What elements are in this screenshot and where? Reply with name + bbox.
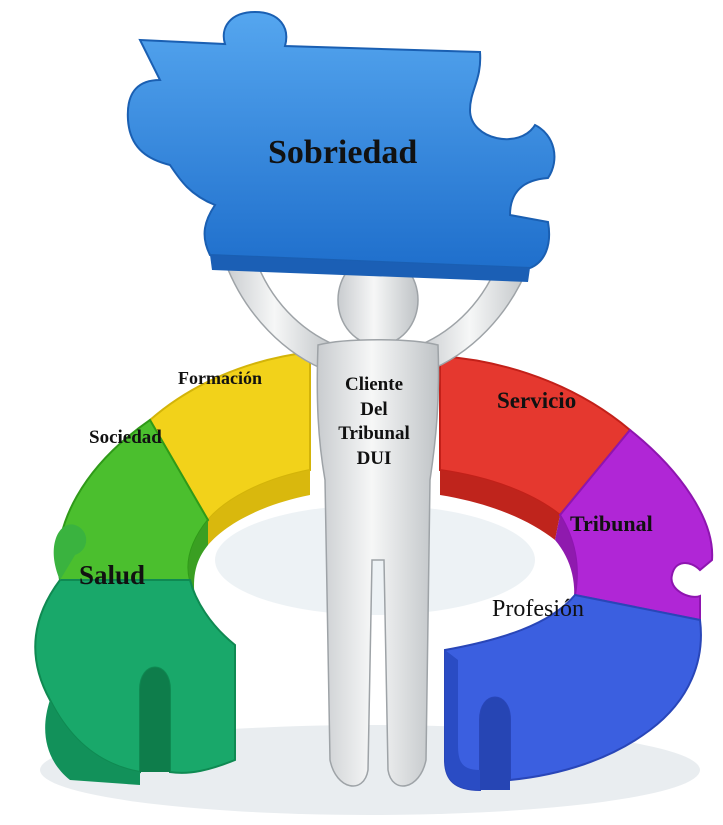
figure-label-line: Cliente xyxy=(344,374,404,395)
puzzle-piece-sobriedad xyxy=(126,10,556,270)
puzzle-label-sobriedad: Sobriedad xyxy=(268,134,418,171)
segment-label-salud: Salud xyxy=(79,560,146,590)
segment-label-tribunal: Tribunal xyxy=(570,511,653,536)
figure-body xyxy=(316,339,440,787)
figure-label-line: DUI xyxy=(356,448,392,470)
figure-label-line: Del xyxy=(360,398,388,420)
figure-label-line: Tribunal xyxy=(338,423,410,445)
segment-label-sociedad: Sociedad xyxy=(89,427,162,448)
figure-label: Cliente Del Tribunal DUI xyxy=(322,373,426,472)
segment-label-profesion: Profesión xyxy=(492,596,584,622)
segment-label-servicio: Servicio xyxy=(497,388,577,413)
segment-label-formacion: Formación xyxy=(178,368,262,388)
